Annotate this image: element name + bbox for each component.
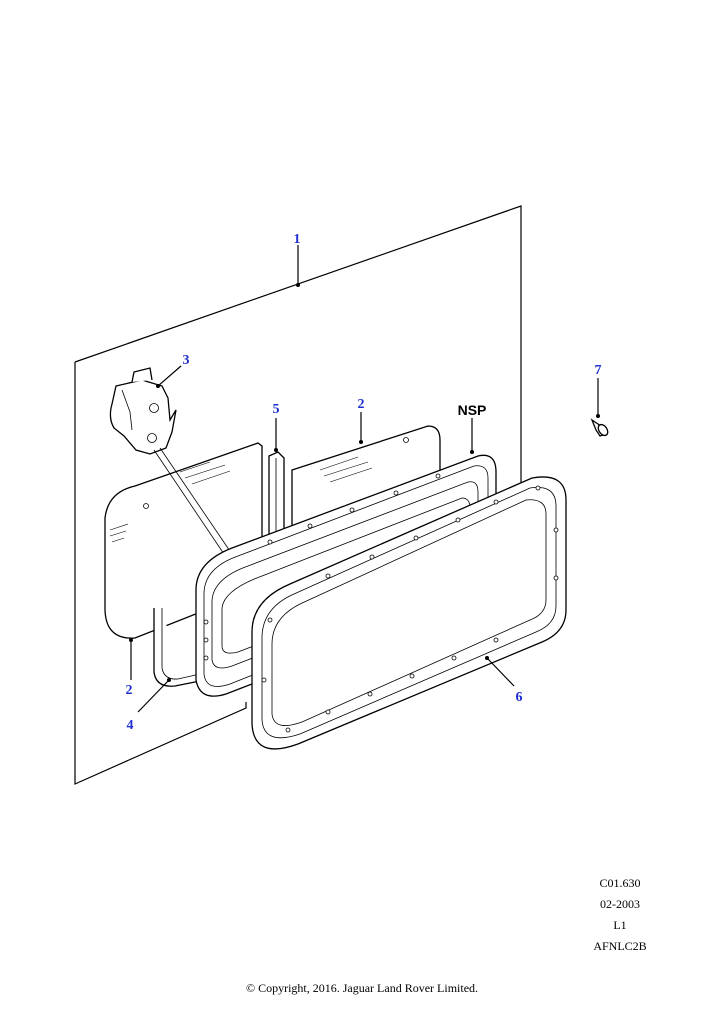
window-catch bbox=[109, 365, 237, 561]
callout-4: 4 bbox=[127, 718, 134, 733]
callout-3: 3 bbox=[183, 353, 190, 368]
nsp-label: NSP bbox=[458, 402, 487, 418]
side-panel bbox=[74, 205, 522, 785]
reference-date: 02-2003 bbox=[600, 897, 640, 911]
reference-level: L1 bbox=[613, 918, 627, 932]
reference-group: AFNLC2B bbox=[593, 939, 647, 953]
seal-channel bbox=[137, 608, 206, 713]
reference-code: C01.630 bbox=[599, 876, 641, 890]
frame-holes bbox=[203, 473, 441, 661]
finisher-holes bbox=[261, 485, 559, 733]
rivet bbox=[590, 378, 609, 437]
callout-2-right: 2 bbox=[358, 397, 365, 412]
copyright-notice: © Copyright, 2016. Jaguar Land Rover Lim… bbox=[245, 981, 479, 995]
callout-5: 5 bbox=[273, 402, 280, 417]
callout-7: 7 bbox=[595, 363, 602, 378]
callout-6: 6 bbox=[516, 690, 523, 705]
callout-1: 1 bbox=[294, 232, 301, 247]
callout-2-left: 2 bbox=[126, 683, 133, 698]
window-finisher-frame bbox=[251, 476, 567, 750]
